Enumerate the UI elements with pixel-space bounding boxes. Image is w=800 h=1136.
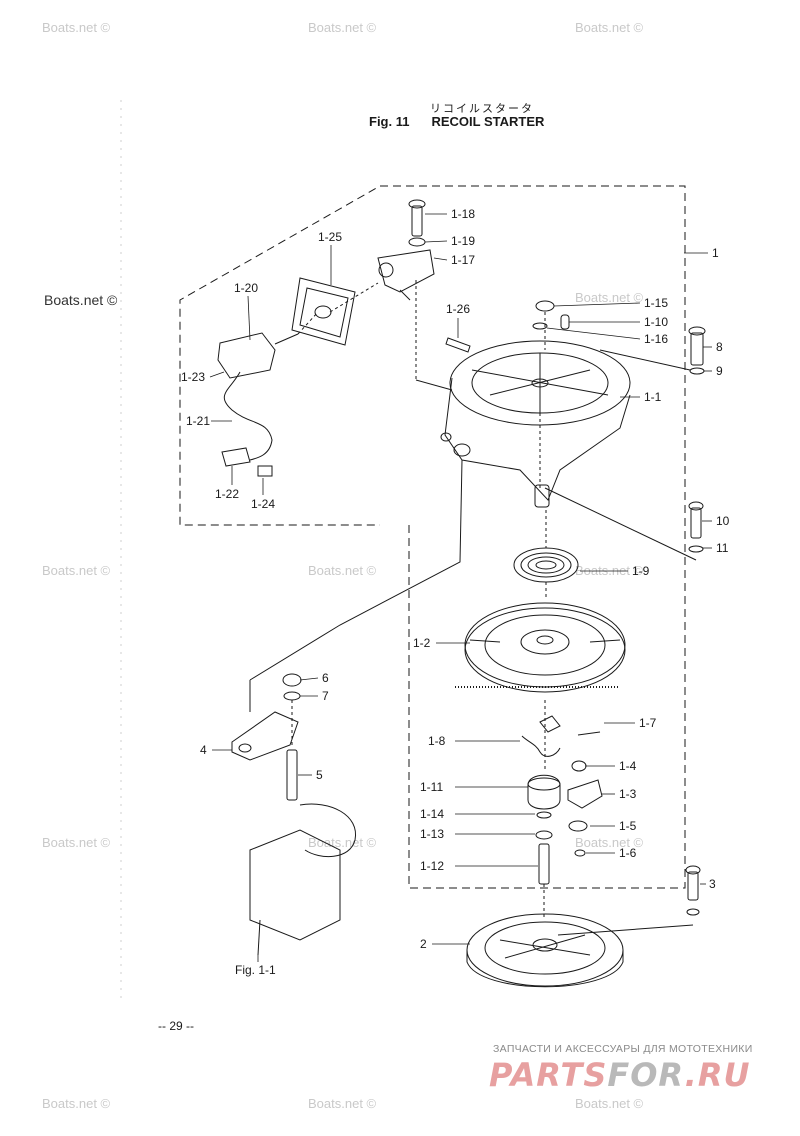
spiral-spring-part — [513, 547, 579, 583]
figure-title: Fig. 11 RECOIL STARTER — [369, 114, 544, 129]
label-1-17: 1-17 — [451, 253, 475, 267]
label-fig-1-1: Fig. 1-1 — [235, 963, 276, 977]
label-7: 7 — [322, 689, 329, 703]
watermark: Boats.net © — [575, 835, 644, 850]
label-1-1: 1-1 — [644, 390, 662, 404]
watermark: Boats.net © — [308, 20, 377, 35]
label-1-21: 1-21 — [186, 414, 210, 428]
label-1-20: 1-20 — [234, 281, 258, 295]
label-1-15: 1-15 — [644, 296, 668, 310]
watermark: Boats.net © — [575, 563, 644, 578]
watermark: Boats.net © — [575, 20, 644, 35]
label-10: 10 — [716, 514, 730, 528]
label-1-9: 1-9 — [632, 564, 650, 578]
watermark: Boats.net © — [42, 835, 111, 850]
watermark: Boats.net © — [42, 563, 111, 578]
label-1-24: 1-24 — [251, 497, 275, 511]
watermark-prominent: Boats.net © — [44, 292, 118, 308]
label-2: 2 — [420, 937, 427, 951]
label-8: 8 — [716, 340, 723, 354]
label-1-13: 1-13 — [420, 827, 444, 841]
watermark: Boats.net © — [575, 1096, 644, 1111]
label-1-2: 1-2 — [413, 636, 431, 650]
label-6: 6 — [322, 671, 329, 685]
label-1-23: 1-23 — [181, 370, 205, 384]
logo-part-2: FOR — [607, 1056, 685, 1094]
starter-case-part — [440, 340, 631, 508]
watermark: Boats.net © — [308, 563, 377, 578]
partsfor-logo: PARTSFOR.RU — [489, 1056, 750, 1094]
label-1: 1 — [712, 246, 719, 260]
label-1-10: 1-10 — [644, 315, 668, 329]
label-9: 9 — [716, 364, 723, 378]
label-1-19: 1-19 — [451, 234, 475, 248]
page-number: -- 29 -- — [158, 1019, 194, 1033]
label-4: 4 — [200, 743, 207, 757]
label-1-22: 1-22 — [215, 487, 239, 501]
label-1-6: 1-6 — [619, 846, 637, 860]
figure-name: RECOIL STARTER — [431, 114, 545, 129]
label-1-3: 1-3 — [619, 787, 637, 801]
label-1-25: 1-25 — [318, 230, 342, 244]
label-1-12: 1-12 — [420, 859, 444, 873]
assembly-boundary — [179, 185, 686, 889]
label-1-11: 1-11 — [420, 780, 443, 794]
label-1-7: 1-7 — [639, 716, 657, 730]
starter-pulley-part — [466, 913, 624, 988]
footer-tagline: ЗАПЧАСТИ И АКСЕССУАРЫ ДЛЯ МОТОТЕХНИКИ — [493, 1043, 753, 1055]
label-11: 11 — [716, 541, 729, 555]
figure-title-japanese: リコイルスタータ — [430, 102, 534, 115]
watermark: Boats.net © — [42, 20, 111, 35]
label-1-5: 1-5 — [619, 819, 637, 833]
watermark: Boats.net © — [308, 1096, 377, 1111]
label-3: 3 — [709, 877, 716, 891]
watermark: Boats.net © — [575, 290, 644, 305]
label-5: 5 — [316, 768, 323, 782]
logo-part-1: PARTS — [489, 1056, 608, 1094]
watermark: Boats.net © — [42, 1096, 111, 1111]
switch-plate-part — [291, 277, 356, 346]
label-1-26: 1-26 — [446, 302, 470, 316]
label-1-14: 1-14 — [420, 807, 444, 821]
figure-number: Fig. 11 — [369, 114, 410, 129]
logo-part-3: .RU — [684, 1056, 751, 1094]
label-1-4: 1-4 — [619, 759, 637, 773]
label-1-16: 1-16 — [644, 332, 668, 346]
label-1-8: 1-8 — [428, 734, 446, 748]
label-1-18: 1-18 — [451, 207, 475, 221]
rope-reel-part — [464, 602, 626, 693]
watermark: Boats.net © — [308, 835, 377, 850]
